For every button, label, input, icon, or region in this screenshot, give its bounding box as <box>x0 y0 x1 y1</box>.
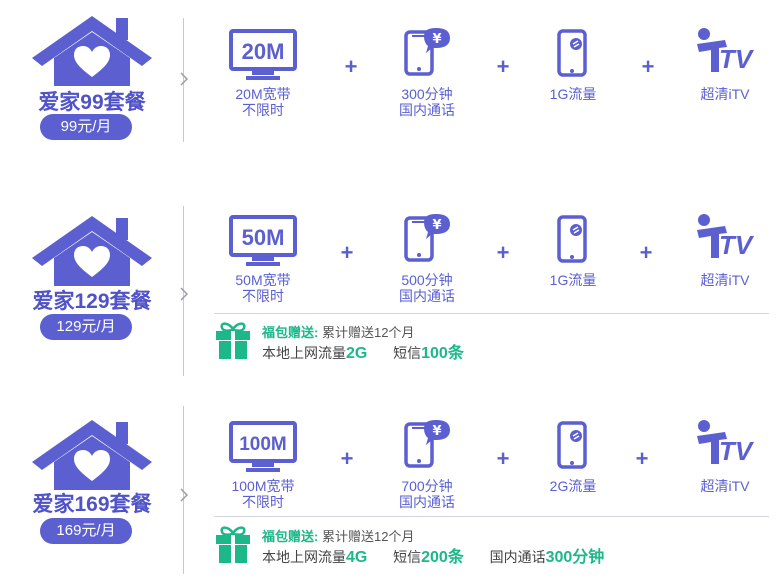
package-title: 爱家99套餐 <box>38 91 146 114</box>
feature-itv: 超清iTV <box>670 24 780 102</box>
bandwidth-text: 20M <box>242 39 285 64</box>
gift-item-prefix: 本地上网流量 <box>262 549 346 565</box>
chevron-right-icon <box>180 287 188 301</box>
feature-calls: 700分钟 国内通话 <box>372 420 482 510</box>
phone-yen-icon <box>402 420 452 470</box>
feature-itv: 超清iTV <box>670 416 780 494</box>
price-badge: 169元/月 <box>40 518 132 544</box>
feature-broadband: 50M 50M宽带 不限时 <box>208 214 318 304</box>
monitor-icon: 50M <box>229 215 297 266</box>
itv-logo-icon <box>695 24 755 78</box>
itv-logo-icon <box>695 210 755 264</box>
phone-yen-icon <box>402 28 452 78</box>
divider <box>183 406 184 574</box>
gift-item-value: 300分钟 <box>545 549 605 566</box>
gift-header: 福包赠送: 累计赠送12个月 <box>262 322 414 341</box>
package-129: 爱家129套餐 129元/月 50M 50M宽带 不限时 + 500分钟 国内通… <box>0 190 783 376</box>
feature-sublabel: 不限时 <box>242 102 284 118</box>
plus-icon: + <box>496 54 510 79</box>
monitor-icon: 20M <box>229 29 297 80</box>
feature-label: 超清iTV <box>700 86 750 102</box>
gift-item-prefix: 短信 <box>393 345 422 361</box>
feature-label: 超清iTV <box>700 272 750 288</box>
feature-data: 1G流量 <box>518 214 628 288</box>
plus-icon: + <box>340 240 354 265</box>
house-heart-icon <box>28 214 156 286</box>
plus-icon: + <box>639 240 653 265</box>
price-badge: 99元/月 <box>40 114 132 140</box>
gift-item-value: 100条 <box>421 345 464 362</box>
monitor-icon: 100M <box>229 421 297 472</box>
plus-icon: + <box>344 54 358 79</box>
chevron-right-icon <box>180 72 188 86</box>
gift-item-prefix: 国内通话 <box>489 549 546 565</box>
phone-data-icon <box>556 28 590 78</box>
feature-sublabel: 不限时 <box>242 494 284 510</box>
phone-data-icon <box>556 420 590 470</box>
gift-title: 福包赠送: <box>262 325 319 340</box>
feature-itv: 超清iTV <box>670 210 780 288</box>
feature-label: 50M宽带 <box>235 272 291 288</box>
package-title: 爱家169套餐 <box>32 493 152 516</box>
phone-yen-icon <box>402 214 452 264</box>
feature-label: 1G流量 <box>549 272 597 288</box>
plus-icon: + <box>340 446 354 471</box>
divider <box>183 18 184 142</box>
separator <box>214 313 769 314</box>
gift-item-value: 200条 <box>421 549 464 566</box>
feature-label: 1G流量 <box>549 86 597 102</box>
itv-logo-icon <box>695 416 755 470</box>
gift-items: 本地上网流量2G 短信100条 <box>262 339 464 363</box>
feature-broadband: 100M 100M宽带 不限时 <box>208 420 318 510</box>
plus-icon: + <box>496 446 510 471</box>
gift-subtitle: 累计赠送12个月 <box>321 529 415 544</box>
bandwidth-text: 100M <box>239 434 287 455</box>
plus-icon: + <box>641 54 655 79</box>
feature-label: 500分钟 <box>401 272 453 288</box>
gift-item-prefix: 短信 <box>393 549 422 565</box>
gift-item-value: 4G <box>346 549 368 566</box>
gift-item-value: 2G <box>346 345 368 362</box>
house-heart-icon <box>28 14 156 86</box>
feature-data: 1G流量 <box>518 28 628 102</box>
package-99: 爱家99套餐 99元/月 20M 20M宽带 不限时 + 300分钟 国内通话 … <box>0 0 783 150</box>
feature-label: 20M宽带 <box>235 86 291 102</box>
plus-icon: + <box>496 240 510 265</box>
separator <box>214 516 769 517</box>
gift-items: 本地上网流量4G 短信200条 国内通话300分钟 <box>262 543 604 567</box>
feature-label: 300分钟 <box>401 86 453 102</box>
phone-data-icon <box>556 214 590 264</box>
plus-icon: + <box>635 446 649 471</box>
house-heart-icon <box>28 418 156 490</box>
feature-sublabel: 国内通话 <box>399 494 455 510</box>
feature-label: 超清iTV <box>700 478 750 494</box>
gift-icon <box>214 320 252 360</box>
feature-label: 2G流量 <box>549 478 597 494</box>
chevron-right-icon <box>180 488 188 502</box>
price-badge: 129元/月 <box>40 314 132 340</box>
feature-data: 2G流量 <box>518 420 628 494</box>
package-169: 爱家169套餐 169元/月 100M 100M宽带 不限时 + 700分钟 国… <box>0 388 783 580</box>
gift-icon <box>214 524 252 564</box>
feature-broadband: 20M 20M宽带 不限时 <box>208 28 318 118</box>
feature-label: 700分钟 <box>401 478 453 494</box>
package-title: 爱家129套餐 <box>32 290 152 313</box>
feature-sublabel: 不限时 <box>242 288 284 304</box>
feature-calls: 300分钟 国内通话 <box>372 28 482 118</box>
gift-subtitle: 累计赠送12个月 <box>321 325 415 340</box>
gift-title: 福包赠送: <box>262 529 319 544</box>
feature-label: 100M宽带 <box>231 478 295 494</box>
feature-sublabel: 国内通话 <box>399 102 455 118</box>
feature-sublabel: 国内通话 <box>399 288 455 304</box>
gift-header: 福包赠送: 累计赠送12个月 <box>262 526 414 545</box>
gift-item-prefix: 本地上网流量 <box>262 345 346 361</box>
bandwidth-text: 50M <box>242 225 285 250</box>
feature-calls: 500分钟 国内通话 <box>372 214 482 304</box>
